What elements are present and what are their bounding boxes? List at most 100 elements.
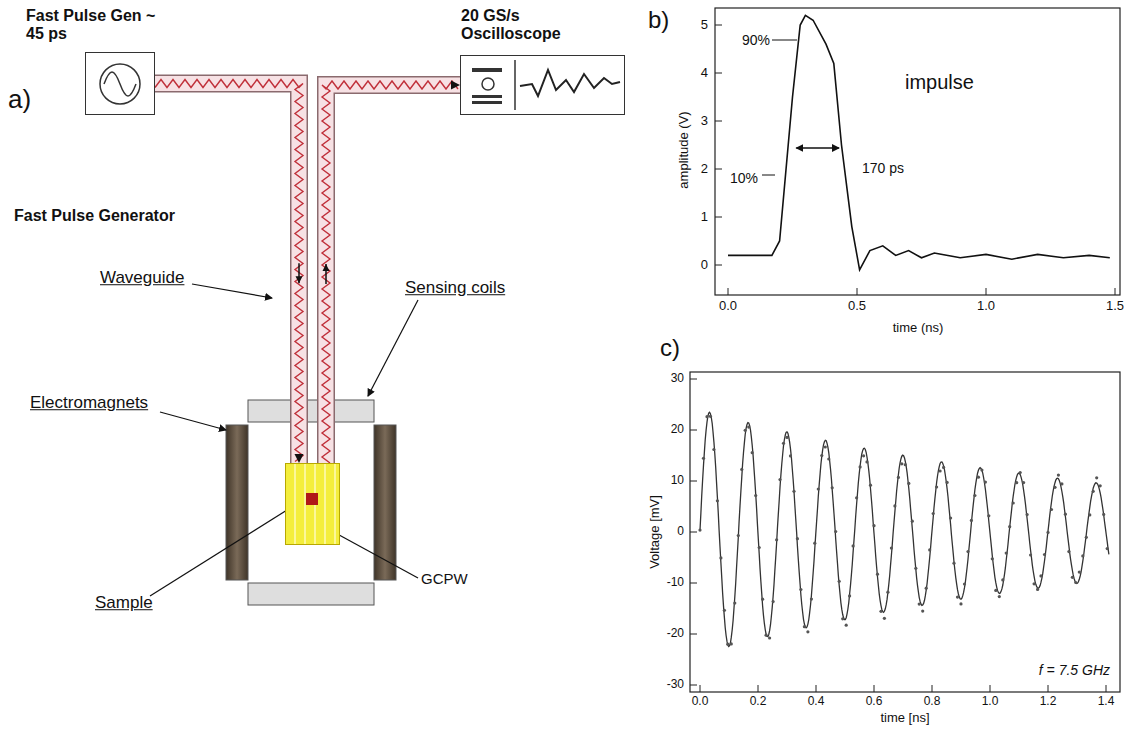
data-point bbox=[980, 468, 983, 471]
data-point bbox=[869, 484, 872, 487]
tick-mark bbox=[700, 685, 701, 692]
tick-mark bbox=[690, 430, 697, 431]
plot-c-frame bbox=[690, 372, 1120, 692]
data-point bbox=[987, 514, 990, 517]
data-point bbox=[946, 481, 949, 484]
annotation-label: 1.2 bbox=[1040, 695, 1057, 709]
annotation-label: 170 ps bbox=[862, 160, 904, 176]
data-point bbox=[792, 490, 795, 493]
annotation-label: 30 bbox=[671, 372, 684, 386]
data-point bbox=[737, 534, 740, 537]
data-point bbox=[1106, 547, 1109, 550]
waveguide bbox=[322, 81, 460, 464]
tick-mark bbox=[690, 685, 697, 686]
sensing-coil-top bbox=[248, 400, 374, 422]
sensing-coil-bottom bbox=[248, 583, 374, 605]
data-point bbox=[1033, 582, 1036, 585]
data-point bbox=[827, 457, 830, 460]
data-point bbox=[768, 636, 771, 639]
tick-mark bbox=[1106, 685, 1107, 692]
leader-lines bbox=[368, 300, 418, 396]
data-point bbox=[845, 624, 848, 627]
generator-icon bbox=[100, 64, 140, 104]
data-point bbox=[712, 448, 715, 451]
annotation-label: 0.0 bbox=[719, 299, 737, 314]
plot-curves bbox=[690, 15, 1115, 692]
waveguide-wall bbox=[326, 85, 460, 463]
data-point bbox=[852, 544, 855, 547]
sample-square bbox=[306, 493, 318, 505]
data-point bbox=[1050, 508, 1053, 511]
annotation-label: 1.0 bbox=[977, 299, 995, 314]
annotation-label: 0 bbox=[701, 258, 708, 273]
data-point bbox=[1005, 552, 1008, 555]
data-point bbox=[1099, 484, 1102, 487]
annotation-label: 0.0 bbox=[692, 695, 709, 709]
tick-mark bbox=[715, 25, 722, 26]
annotation-label: time (ns) bbox=[893, 321, 944, 336]
data-point bbox=[973, 494, 976, 497]
data-point bbox=[956, 596, 959, 599]
pulse-generator-box: Fast Pulse Gen ~ 45 psFast Pulse Generat… bbox=[85, 52, 155, 115]
data-point bbox=[754, 494, 757, 497]
data-point bbox=[907, 482, 910, 485]
annotation-label: 0.2 bbox=[750, 695, 767, 709]
data-point bbox=[1064, 513, 1067, 516]
leader-lines bbox=[150, 284, 418, 596]
arrow-head bbox=[323, 264, 330, 271]
oscilloscope-icon bbox=[472, 95, 502, 98]
data-point bbox=[928, 548, 931, 551]
data-point bbox=[1071, 576, 1074, 579]
oscilloscope-icon bbox=[482, 78, 494, 90]
annotation-label: 10 bbox=[671, 474, 684, 488]
annotation-label: 0.5 bbox=[848, 299, 866, 314]
data-point bbox=[803, 625, 806, 628]
tick-mark bbox=[715, 217, 722, 218]
data-point bbox=[904, 463, 907, 466]
data-point bbox=[1019, 471, 1022, 474]
data-point bbox=[1081, 554, 1084, 557]
tick-mark bbox=[715, 169, 722, 170]
annotation-label: -20 bbox=[667, 627, 684, 641]
tick-mark bbox=[990, 685, 991, 692]
data-point bbox=[820, 454, 823, 457]
data-point bbox=[838, 580, 841, 583]
data-point bbox=[900, 462, 903, 465]
annotation-label: 1.0 bbox=[982, 695, 999, 709]
oscilloscope-icon bbox=[514, 60, 516, 110]
data-point bbox=[935, 485, 938, 488]
annotation-label: 90% bbox=[742, 32, 770, 48]
annotation-label: 0 bbox=[677, 525, 684, 539]
annotation-label: impulse bbox=[905, 71, 974, 94]
tick-mark bbox=[816, 685, 817, 692]
data-point bbox=[841, 617, 844, 620]
fit-curve bbox=[700, 412, 1109, 646]
oscilloscope-box: 20 GS/s Oscilloscope bbox=[460, 55, 625, 115]
data-point bbox=[911, 520, 914, 523]
tick-mark bbox=[758, 685, 759, 692]
data-point bbox=[1102, 513, 1105, 516]
data-point bbox=[782, 442, 785, 445]
oscilloscope-icon bbox=[472, 60, 620, 110]
annotation-label: -10 bbox=[667, 576, 684, 590]
data-point bbox=[966, 550, 969, 553]
data-point bbox=[1078, 571, 1081, 574]
annotation-label: 4 bbox=[701, 66, 708, 81]
data-point bbox=[726, 643, 729, 646]
data-point bbox=[914, 567, 917, 570]
oscilloscope-icon bbox=[520, 70, 620, 96]
data-point bbox=[890, 547, 893, 550]
data-point bbox=[789, 454, 792, 457]
data-point bbox=[1022, 481, 1025, 484]
data-point bbox=[751, 451, 754, 454]
tick-mark bbox=[728, 288, 729, 295]
annotation-label: 5 bbox=[701, 18, 708, 33]
annotation-label: 2 bbox=[701, 162, 708, 177]
data-point bbox=[824, 445, 827, 448]
data-point bbox=[959, 602, 962, 605]
annotation-label: Voltage [mV] bbox=[648, 495, 663, 569]
data-point bbox=[859, 465, 862, 468]
data-point bbox=[1039, 574, 1042, 577]
generator-label: Fast Pulse Generator bbox=[14, 207, 175, 225]
annotation-label: -30 bbox=[667, 678, 684, 692]
